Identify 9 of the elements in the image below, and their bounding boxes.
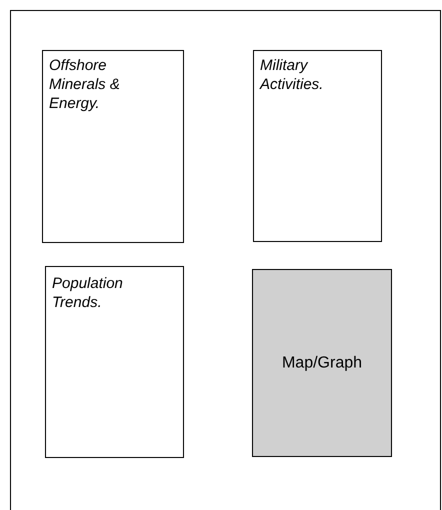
box-title: Population Trends. [52,274,124,312]
text-box [45,266,184,458]
outer-frame [10,10,441,510]
box-label: Map/Graph [280,354,364,372]
text-box [42,50,184,243]
text-box [253,50,382,242]
box-title: Offshore Minerals & Energy. [49,56,121,113]
shaded-box [252,269,392,457]
box-title: Military Activities. [260,56,324,94]
